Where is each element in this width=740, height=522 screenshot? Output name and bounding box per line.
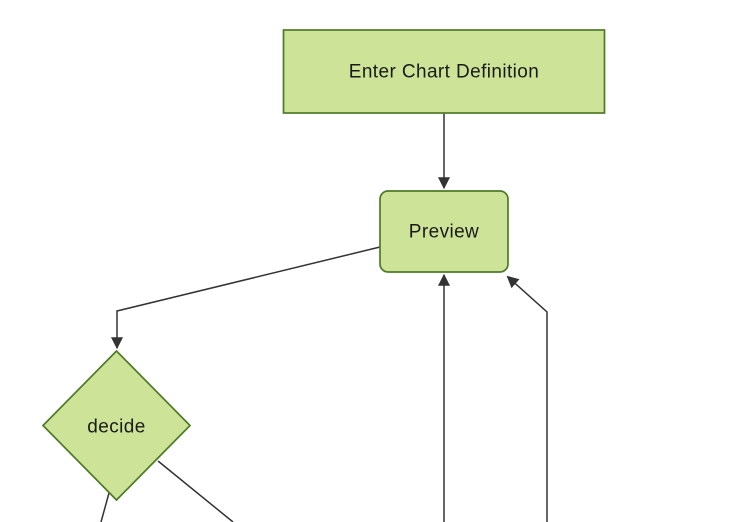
decide-diamond xyxy=(41,349,192,502)
edge-offscreen-bottomright-to-preview xyxy=(506,275,548,522)
node-decide: decide xyxy=(41,349,192,502)
preview-rect xyxy=(379,190,509,273)
enter-chart-definition-rect xyxy=(282,29,606,114)
edge-preview-to-decide xyxy=(111,246,381,350)
node-preview: Preview xyxy=(379,190,509,273)
edge-decide-to-offscreen-bottom xyxy=(157,460,234,522)
preview-label: Preview xyxy=(409,222,479,243)
edge-decide-to-offscreen-bottomleft xyxy=(100,492,110,522)
node-enter-chart-definition: Enter Chart Definition xyxy=(282,29,606,114)
decide-label: decide xyxy=(87,417,145,438)
enter-chart-definition-label: Enter Chart Definition xyxy=(349,62,539,83)
edge-group xyxy=(100,113,548,522)
